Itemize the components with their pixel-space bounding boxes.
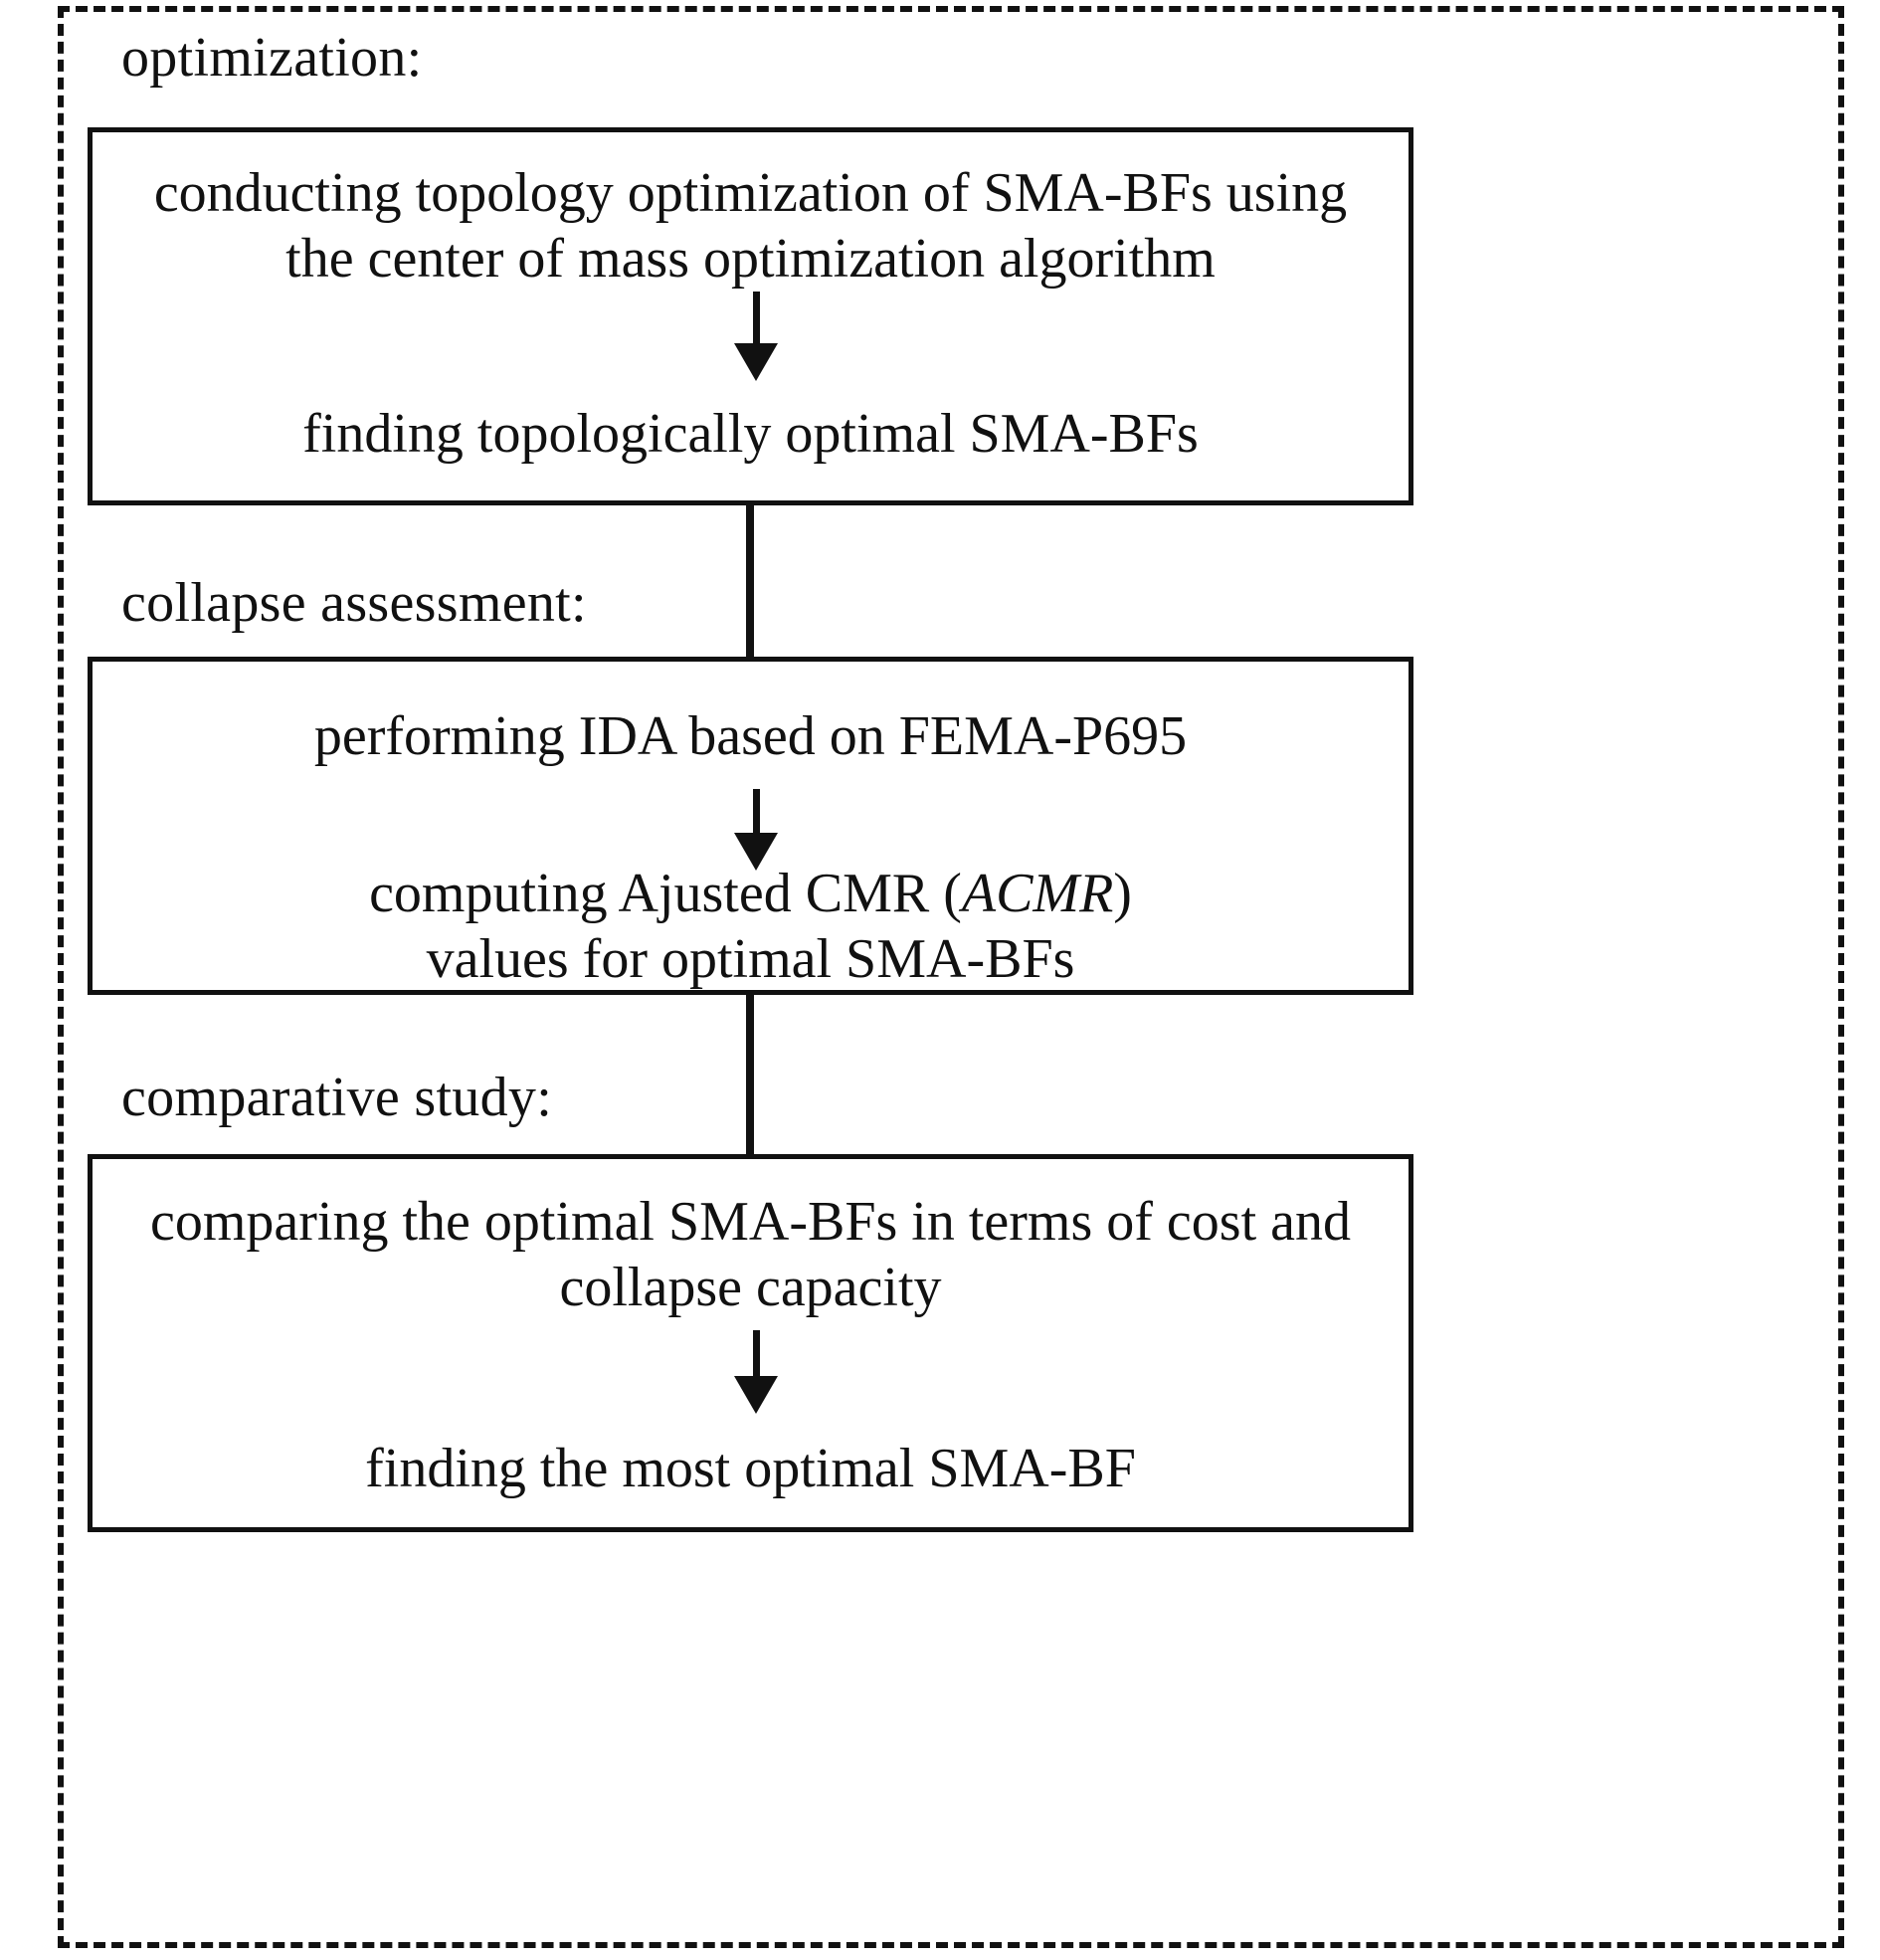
stage-text-line: the center of mass optimization algorith… [285, 228, 1216, 291]
stage-text-segment: ) [1113, 863, 1132, 924]
section-label-optimization: optimization: [121, 27, 423, 89]
stage-box-comparative-study: comparing the optimal SMA-BFs in terms o… [88, 1154, 1413, 1532]
section-label-comparative-study: comparative study: [121, 1067, 553, 1128]
section-label-collapse-assessment: collapse assessment: [121, 572, 587, 634]
stage-text-line: finding topologically optimal SMA-BFs [302, 403, 1199, 465]
outer-dashed-frame [58, 6, 1844, 1948]
stage-box-collapse-step2: computing Ajusted CMR (ACMR) values for … [93, 861, 1409, 992]
stage-box-collapse-assessment: performing IDA based on FEMA-P695 comput… [88, 657, 1413, 995]
stage-text-line: collapse capacity [559, 1257, 942, 1319]
stage-text-segment-italic: ACMR [961, 863, 1114, 924]
stage-text-line-rich: computing Ajusted CMR (ACMR) [118, 861, 1383, 926]
stage-box-comparative-step2: finding the most optimal SMA-BF [93, 1436, 1409, 1501]
stage-text-line: conducting topology optimization of SMA-… [153, 162, 1348, 224]
stage-box-collapse-step1: performing IDA based on FEMA-P695 [93, 703, 1409, 769]
stage-text-line: finding the most optimal SMA-BF [365, 1438, 1136, 1499]
stage-box-comparative-step1: comparing the optimal SMA-BFs in terms o… [93, 1189, 1409, 1320]
stage-box-optimization-step1: conducting topology optimization of SMA-… [93, 160, 1409, 292]
stage-text-segment: computing Ajusted CMR ( [369, 863, 962, 924]
stage-text-line: performing IDA based on FEMA-P695 [313, 705, 1188, 767]
stage-text-line: comparing the optimal SMA-BFs in terms o… [150, 1191, 1351, 1253]
stage-text-line: values for optimal SMA-BFs [426, 928, 1075, 991]
stage-box-optimization-step2: finding topologically optimal SMA-BFs [93, 401, 1409, 467]
stage-box-optimization: conducting topology optimization of SMA-… [88, 127, 1413, 505]
